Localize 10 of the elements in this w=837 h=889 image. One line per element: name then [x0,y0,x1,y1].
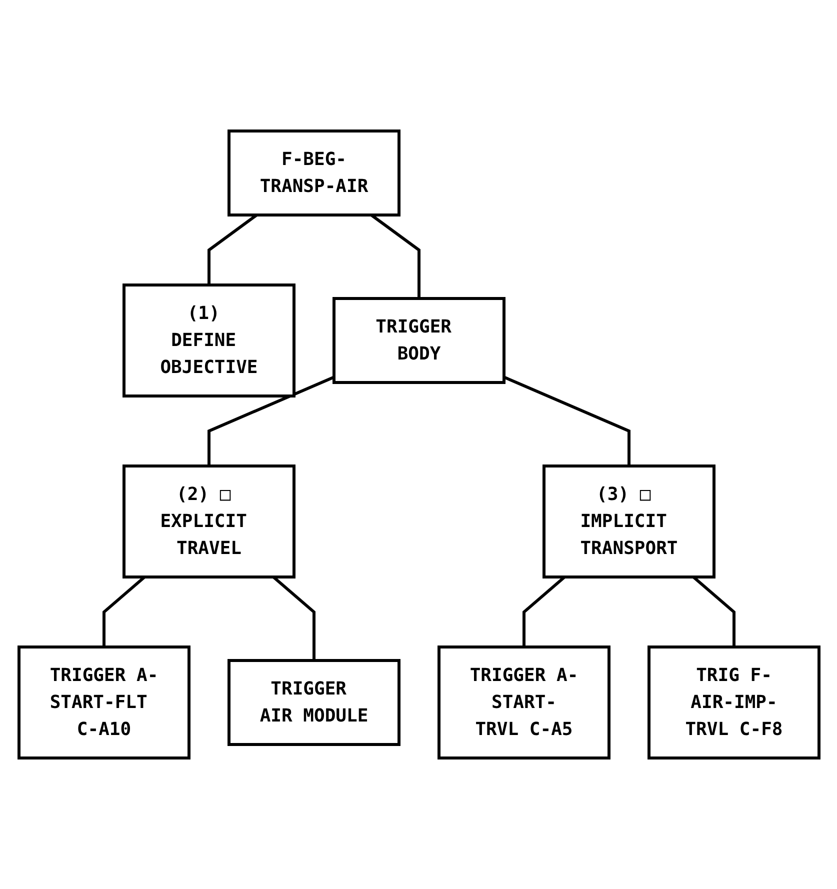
node-box: F-BEG-TRANSP-AIR [227,130,400,216]
node-box: (3) □ IMPLICIT TRANSPORT [542,464,715,578]
node-box: (1) DEFINE OBJECTIVE [122,284,295,398]
node-box: TRIG F-AIR-IMP-TRVL C-F8 [647,646,820,760]
node-box: TRIGGER A-START-FLT C-A10 [17,646,190,760]
connector [207,376,334,466]
node-box: (2) □ EXPLICIT TRAVEL [122,464,295,578]
node-box: TRIGGER BODY [332,297,505,384]
node-box: TRIGGER AIR MODULE [227,659,400,746]
node-box: TRIGGER A-START-TRVL C-A5 [437,646,610,760]
